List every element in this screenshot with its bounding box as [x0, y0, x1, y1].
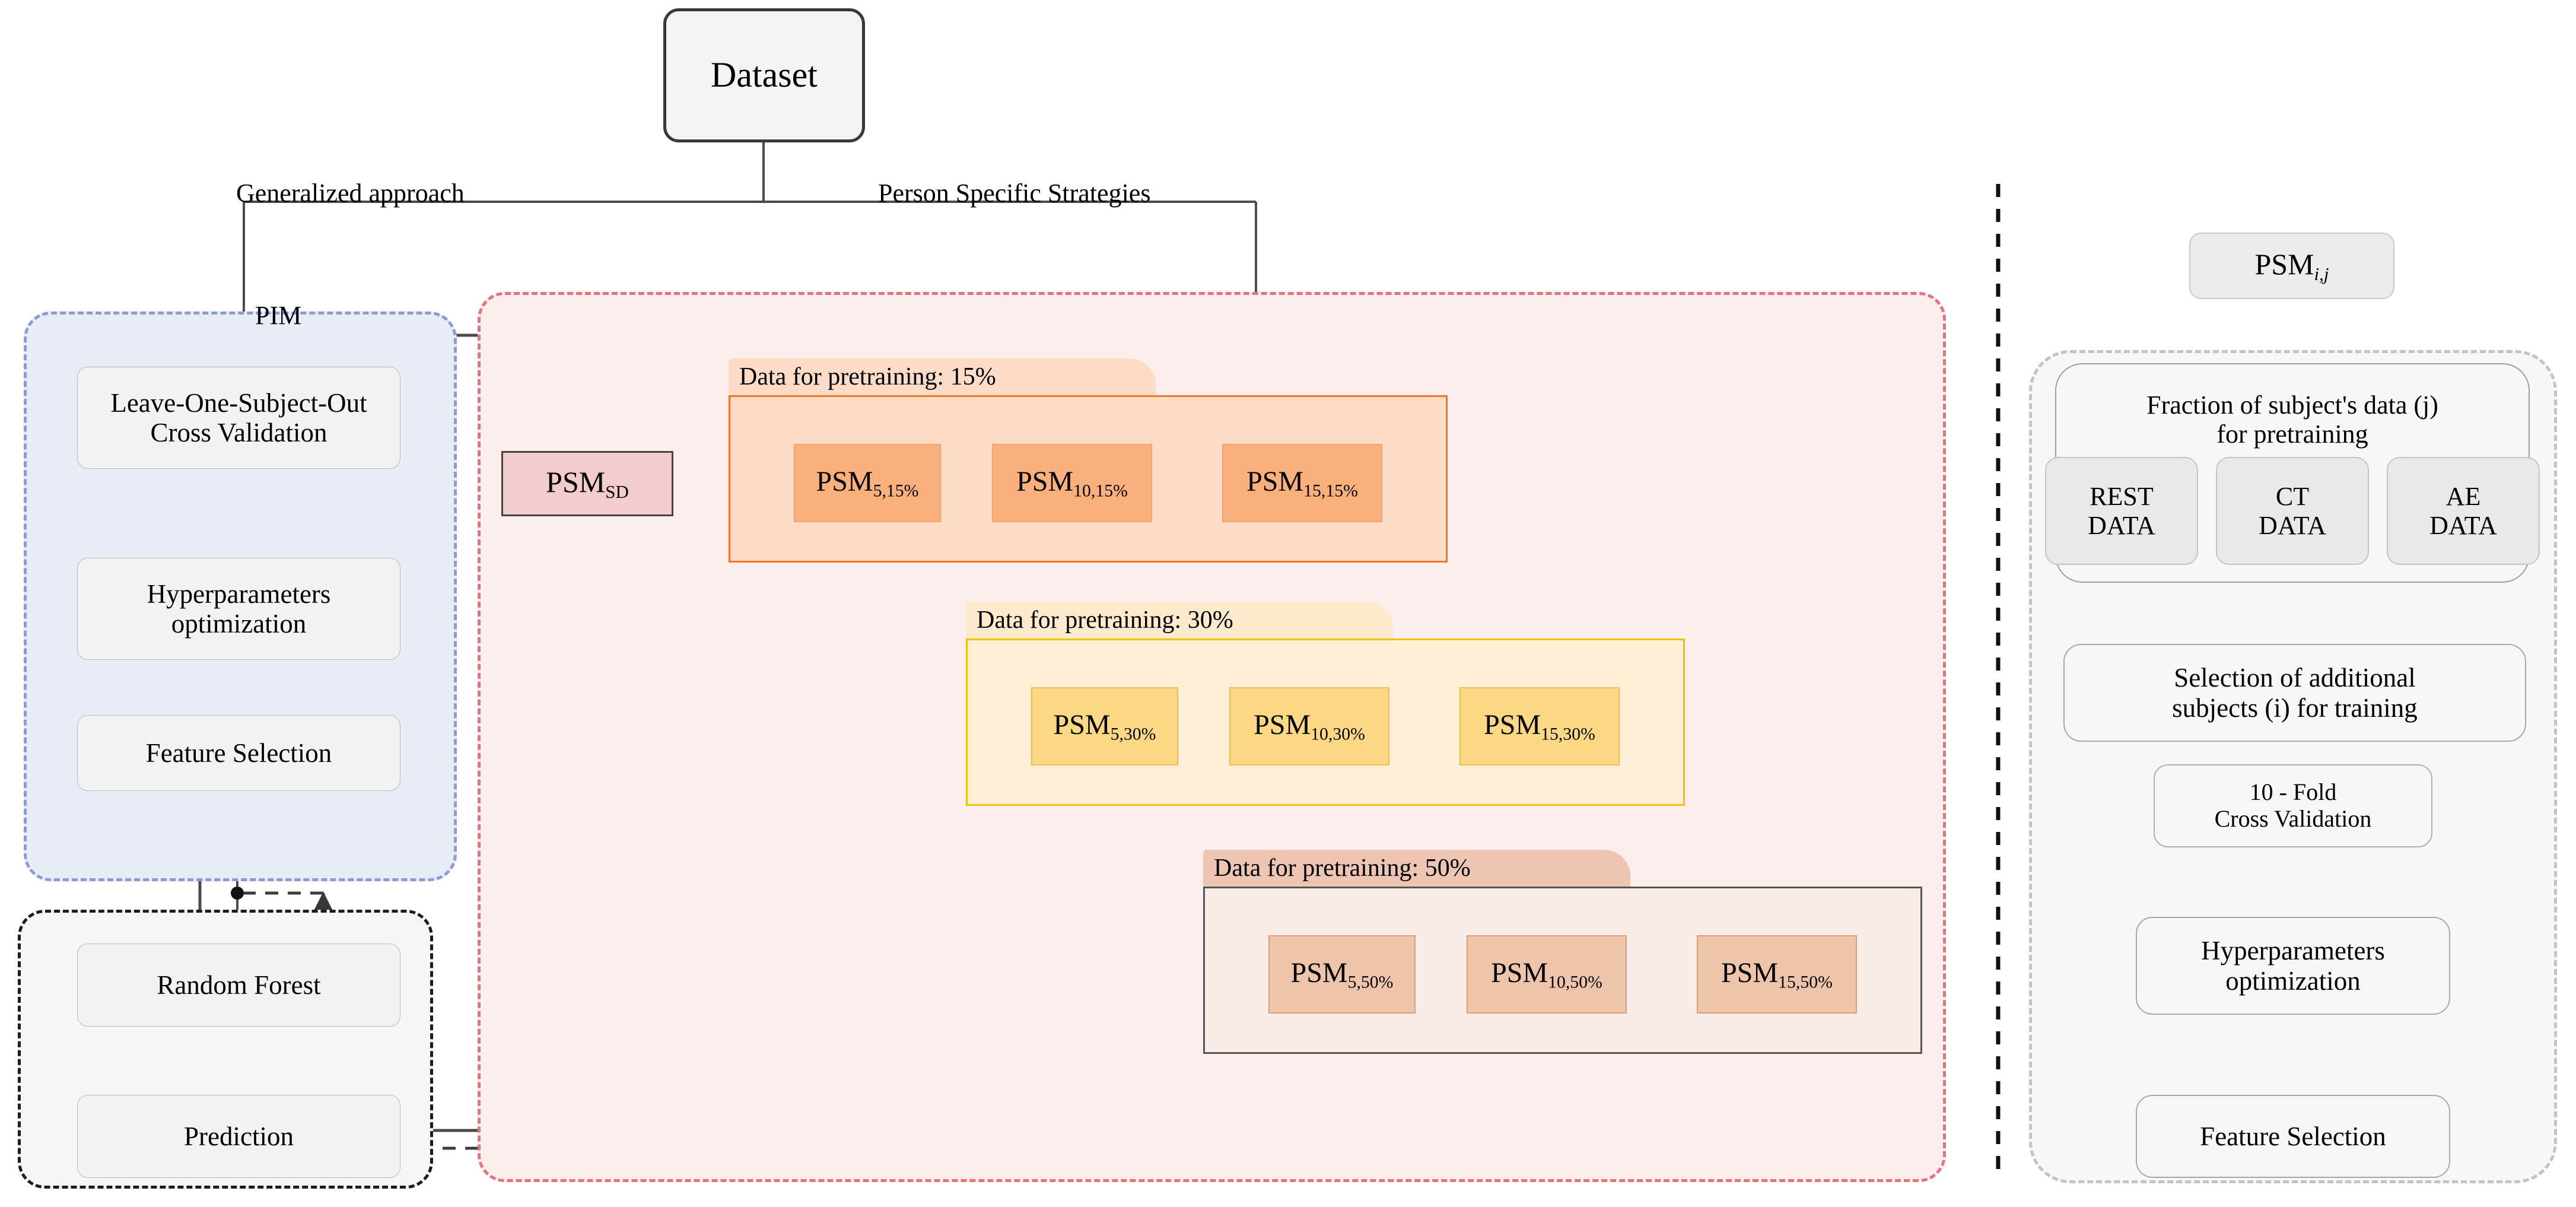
ae-data-line2: DATA — [2429, 511, 2497, 540]
branch-label-left: Generalized approach — [236, 179, 465, 208]
prediction-label: Prediction — [184, 1121, 294, 1151]
psm-cell-5-30[interactable]: PSM5,30% — [1031, 687, 1178, 766]
pim-step-feature-selection[interactable]: Feature Selection — [77, 715, 400, 791]
rest-data-line2: DATA — [2088, 511, 2155, 540]
psm-cell-10-50[interactable]: PSM10,50% — [1467, 935, 1627, 1014]
pretraining-50-tab-label: Data for pretraining: 50% — [1214, 855, 1471, 882]
pretraining-30-tab: Data for pretraining: 30% — [966, 602, 1393, 639]
ae-data-node[interactable]: AE DATA — [2387, 457, 2540, 565]
pim-step-feature-selection-label: Feature Selection — [145, 738, 332, 768]
pim-step-loso-cv-line2: Cross Validation — [150, 418, 327, 447]
detail-feature-selection-label: Feature Selection — [2200, 1121, 2386, 1151]
ct-data-line1: CT — [2275, 481, 2310, 511]
psm-cell-10-15[interactable]: PSM10,15% — [992, 444, 1152, 522]
ten-fold-cv-node[interactable]: 10 - Fold Cross Validation — [2154, 764, 2432, 847]
pretraining-15-tab-label: Data for pretraining: 15% — [739, 363, 996, 390]
detail-feature-selection-node[interactable]: Feature Selection — [2136, 1095, 2450, 1178]
psm-cell-5-50[interactable]: PSM5,50% — [1268, 935, 1416, 1014]
prediction-node[interactable]: Prediction — [77, 1095, 400, 1178]
pretraining-30-tab-label: Data for pretraining: 30% — [977, 606, 1233, 634]
pim-step-hyperparameters[interactable]: Hyperparameters optimization — [77, 558, 400, 660]
cv-line1: 10 - Fold — [2249, 779, 2337, 806]
pim-step-loso-cv-line1: Leave-One-Subject-Out — [110, 387, 367, 418]
fraction-line1: Fraction of subject's data (j) — [2146, 390, 2438, 420]
pretraining-15-tab: Data for pretraining: 15% — [729, 358, 1156, 395]
psm-sd-node[interactable]: PSMSD — [501, 451, 673, 516]
dataset-label: Dataset — [711, 55, 818, 95]
psm-cell-10-30[interactable]: PSM10,30% — [1229, 687, 1389, 766]
pretraining-50-tab: Data for pretraining: 50% — [1203, 850, 1630, 887]
pim-step-hyperparameters-line2: optimization — [171, 609, 307, 639]
detail-hyperparameters-node[interactable]: Hyperparameters optimization — [2136, 917, 2450, 1015]
psm-cell-15-30[interactable]: PSM15,30% — [1459, 687, 1620, 766]
rest-data-node[interactable]: REST DATA — [2045, 457, 2198, 565]
psm-cell-5-15[interactable]: PSM5,15% — [794, 444, 941, 522]
ae-data-line1: AE — [2445, 481, 2481, 511]
psm-ij-label: PSMi,j — [2254, 247, 2329, 284]
branch-label-right: Person Specific Strategies — [878, 179, 1151, 208]
fraction-line2: for pretraining — [2216, 420, 2368, 449]
random-forest-label: Random Forest — [157, 970, 321, 1000]
cv-line2: Cross Validation — [2214, 805, 2372, 832]
psm-cell-15-15[interactable]: PSM15,15% — [1222, 444, 1382, 522]
rest-data-line1: REST — [2090, 481, 2154, 511]
detail-hp-line2: optimization — [2225, 965, 2361, 996]
pim-group-title: PIM — [255, 301, 302, 330]
ct-data-line2: DATA — [2259, 511, 2326, 540]
psm-sd-label: PSMSD — [546, 465, 629, 502]
psm-ij-header-node[interactable]: PSMi,j — [2189, 233, 2394, 299]
pim-step-loso-cv[interactable]: Leave-One-Subject-Out Cross Validation — [77, 367, 400, 469]
ct-data-node[interactable]: CT DATA — [2216, 457, 2369, 565]
selection-line1: Selection of additional — [2174, 663, 2416, 693]
pim-step-hyperparameters-line1: Hyperparameters — [147, 579, 331, 609]
detail-hp-line1: Hyperparameters — [2201, 936, 2385, 966]
dataset-node[interactable]: Dataset — [663, 8, 865, 142]
selection-line2: subjects (i) for training — [2172, 693, 2418, 723]
psm-cell-15-50[interactable]: PSM15,50% — [1697, 935, 1857, 1014]
random-forest-node[interactable]: Random Forest — [77, 944, 400, 1027]
selection-of-subjects-node[interactable]: Selection of additional subjects (i) for… — [2063, 644, 2526, 742]
